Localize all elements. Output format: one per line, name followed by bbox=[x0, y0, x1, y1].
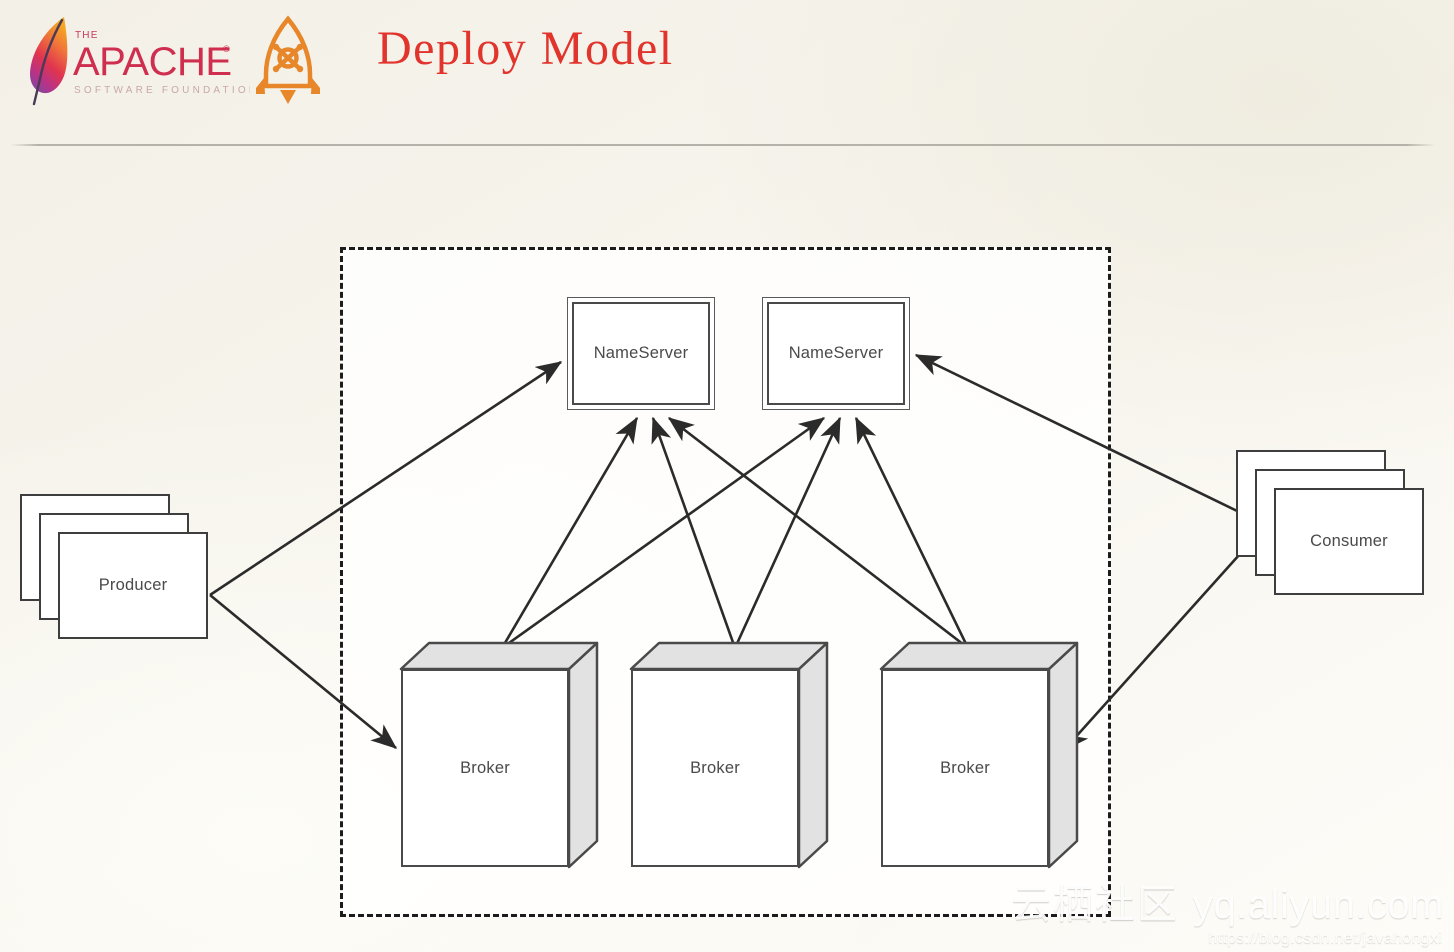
broker-top-face bbox=[401, 643, 597, 671]
apache-software-foundation-logo: THE APACHE ® SOFTWARE FOUNDATION bbox=[18, 12, 256, 107]
page-title: Deploy Model bbox=[377, 22, 674, 75]
broker-label: Broker bbox=[940, 758, 990, 777]
broker-node-1[interactable]: Broker bbox=[399, 641, 599, 869]
broker-label: Broker bbox=[690, 758, 740, 777]
apache-tagline: SOFTWARE FOUNDATION bbox=[74, 85, 250, 96]
producer-node[interactable]: Producer bbox=[20, 494, 208, 639]
broker-side-face bbox=[569, 643, 597, 867]
consumer-node[interactable]: Consumer bbox=[1236, 450, 1424, 595]
apache-the-text: THE bbox=[75, 30, 99, 41]
header-divider bbox=[10, 144, 1435, 146]
nameserver-inner-frame: NameServer bbox=[767, 302, 905, 405]
broker-front-face: Broker bbox=[631, 669, 799, 867]
nameserver-node-2[interactable]: NameServer bbox=[762, 297, 910, 410]
broker-node-3[interactable]: Broker bbox=[879, 641, 1079, 869]
nameserver-node-1[interactable]: NameServer bbox=[567, 297, 715, 410]
nameserver-inner-frame: NameServer bbox=[572, 302, 710, 405]
nameserver-label: NameServer bbox=[593, 344, 689, 362]
consumer-label: Consumer bbox=[1310, 532, 1388, 550]
broker-front-face: Broker bbox=[401, 669, 569, 867]
producer-card-front: Producer bbox=[58, 532, 208, 639]
broker-front-face: Broker bbox=[881, 669, 1049, 867]
broker-top-face bbox=[631, 643, 827, 671]
apache-wordmark: APACHE bbox=[73, 40, 232, 84]
producer-label: Producer bbox=[98, 576, 168, 594]
apache-registered-mark: ® bbox=[223, 44, 230, 54]
consumer-card-front: Consumer bbox=[1274, 488, 1424, 595]
page-header: THE APACHE ® SOFTWARE FOUNDATION bbox=[0, 0, 1454, 146]
rocketmq-rocket-icon bbox=[252, 14, 324, 106]
broker-top-face bbox=[881, 643, 1077, 671]
broker-node-2[interactable]: Broker bbox=[629, 641, 829, 869]
broker-side-face bbox=[1049, 643, 1077, 867]
broker-side-face bbox=[799, 643, 827, 867]
apache-feather-icon bbox=[30, 17, 68, 106]
watermark-source-url: https://blog.csdn.net/javahongxi bbox=[1208, 930, 1442, 947]
broker-label: Broker bbox=[460, 758, 510, 777]
nameserver-label: NameServer bbox=[788, 344, 884, 362]
